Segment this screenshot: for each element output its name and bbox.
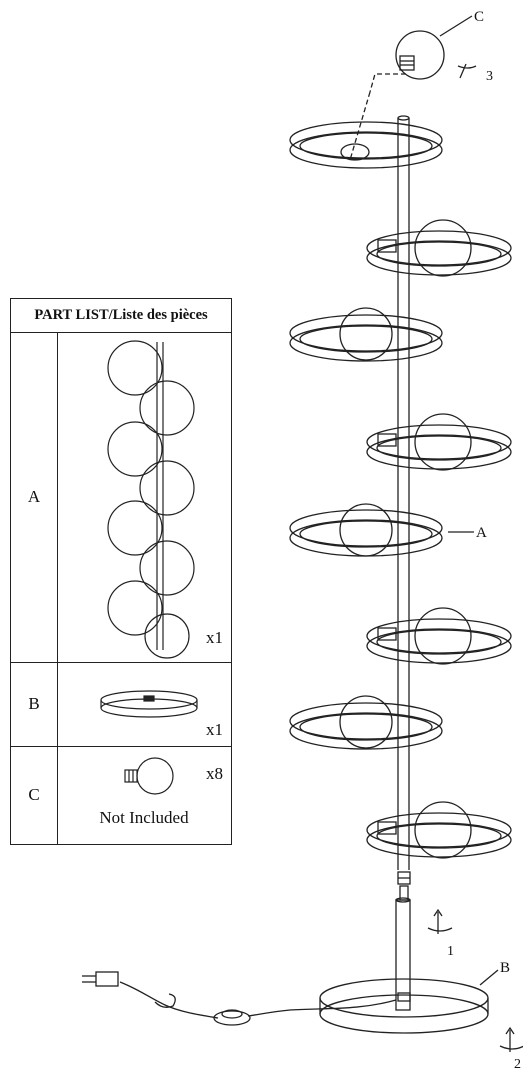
base-b [319, 969, 499, 1034]
part-qty-b: x1 [206, 720, 223, 739]
bulb-icon [124, 757, 174, 795]
callout-b: B [500, 960, 510, 976]
callout-2: 2 [514, 1057, 521, 1072]
part-a-rings-icon [107, 340, 195, 659]
part-qty-c: x8 [206, 764, 223, 783]
part-list-table: PART LIST/Liste des pièces A x1 B x1 [10, 298, 232, 845]
step-arrows [427, 531, 523, 1052]
part-qty-a: x1 [206, 628, 223, 647]
part-letter-c: C [11, 746, 58, 844]
pole-connector [397, 871, 411, 901]
lower-pole [395, 897, 411, 1011]
callout-a: A [476, 525, 487, 541]
part-letter-b: B [11, 662, 58, 746]
part-b-base-icon [100, 690, 198, 718]
power-cord [82, 971, 397, 1026]
callout-1: 1 [447, 944, 454, 959]
central-pole [397, 115, 410, 870]
part-row-b: B x1 [11, 662, 231, 747]
part-letter-a: A [11, 332, 58, 662]
callout-3: 3 [486, 69, 493, 84]
not-included-note: Not Included [99, 808, 189, 827]
part-row-c: C x8 Not Included [11, 746, 231, 844]
lamp-rings [289, 121, 512, 859]
part-list-title: PART LIST/Liste des pièces [11, 299, 231, 333]
part-row-a: A x1 [11, 332, 231, 663]
callout-c: C [474, 9, 484, 25]
bulb-c [349, 15, 477, 161]
